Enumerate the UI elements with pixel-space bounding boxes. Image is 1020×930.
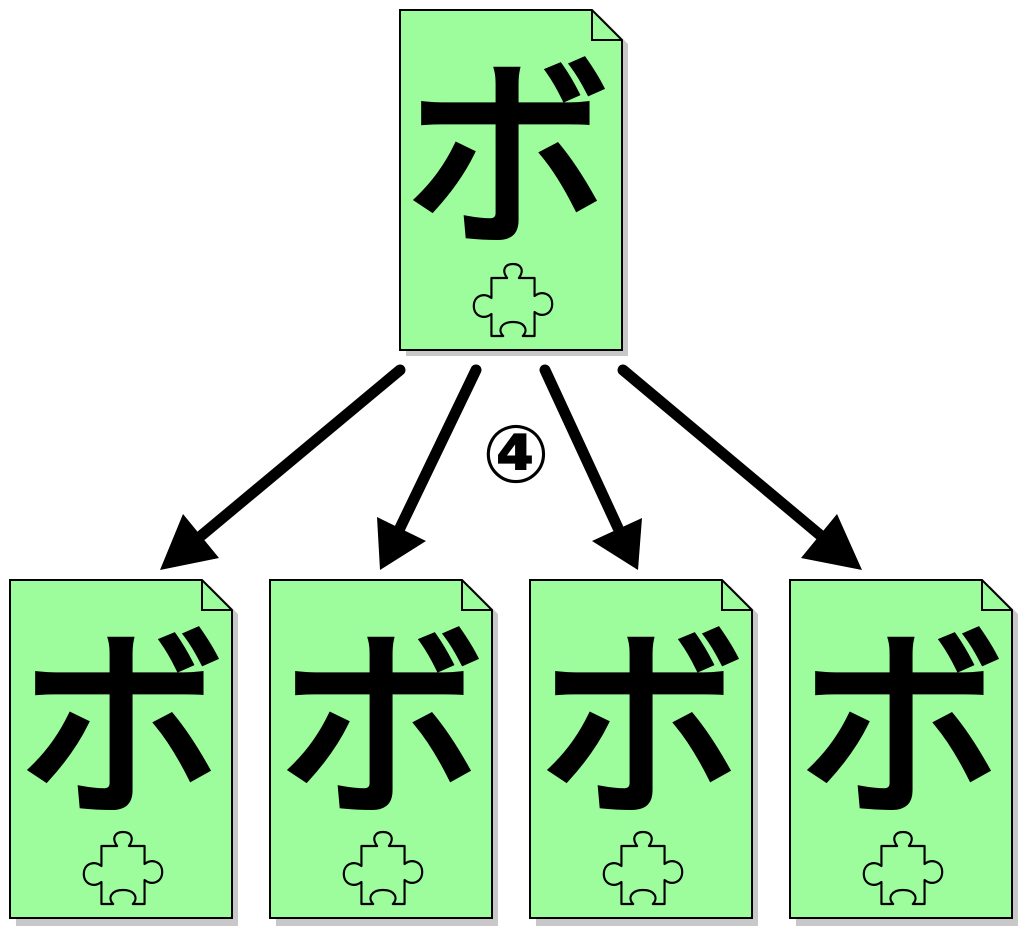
card-body (399, 9, 623, 351)
arrow-to-card-4 (617, 364, 862, 570)
arrow-to-card-2 (377, 364, 482, 570)
card-fold (461, 580, 492, 611)
target-card-4: ボ (789, 579, 1018, 926)
card-fold (591, 10, 622, 41)
card-body (9, 579, 233, 919)
arrows (160, 364, 862, 570)
card-glyph: ボ (540, 609, 745, 847)
target-card-3: ボ (529, 579, 758, 926)
card-glyph: ボ (280, 609, 485, 847)
card-glyph: ボ (406, 39, 611, 277)
arrow-to-card-1 (160, 364, 406, 570)
card-fold (201, 580, 232, 611)
card-glyph: ボ (20, 609, 225, 847)
card-fold (721, 580, 752, 611)
card-glyph: ボ (800, 609, 1005, 847)
source-card: ボ (399, 9, 628, 356)
target-card-2: ボ (269, 579, 498, 926)
target-card-1: ボ (9, 579, 238, 926)
card-body (529, 579, 753, 919)
card-body (269, 579, 493, 919)
step-marker: ④ (482, 408, 550, 501)
arrow-to-card-3 (539, 364, 642, 570)
card-body (789, 579, 1013, 919)
card-fold (981, 580, 1012, 611)
